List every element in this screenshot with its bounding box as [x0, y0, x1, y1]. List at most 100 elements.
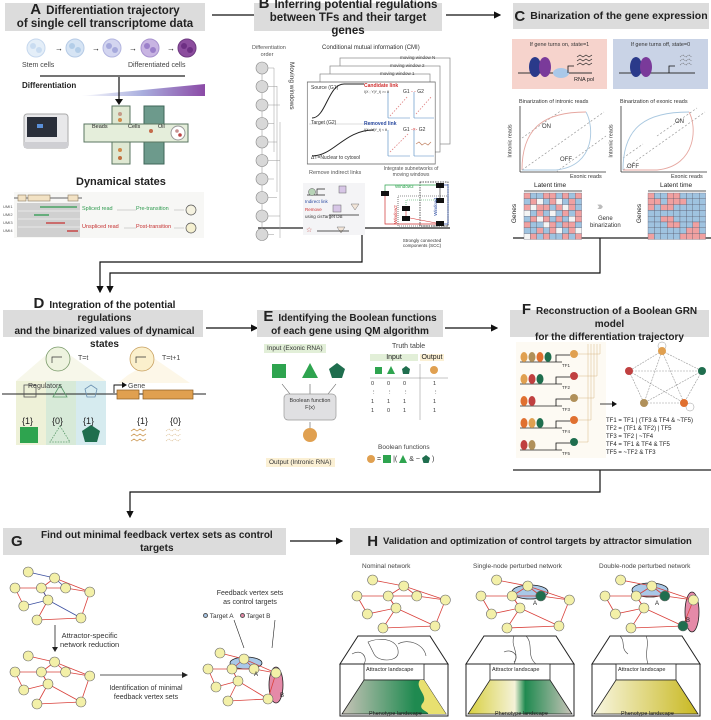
beads-label: Beads [92, 124, 108, 130]
grn-edge [628, 350, 663, 372]
heatmap-cell [654, 227, 661, 234]
network-reduced [9, 650, 96, 710]
delta-t-label: ΔT=Nuclear to cytosol [311, 155, 361, 161]
unspliced-read-label: Unspliced read [82, 224, 119, 230]
cell-node [255, 154, 269, 167]
tf-equation: TF2 = (TF1 & TF2) | TF5 [606, 426, 672, 432]
boolean-function-line-1: Boolean function [289, 398, 331, 404]
heatmap-cell [568, 210, 576, 217]
indirect-link-diagram: ☆ [303, 183, 365, 235]
svg-text:→: → [129, 44, 137, 53]
network-node [351, 590, 363, 602]
integration-diagram [2, 346, 206, 445]
heatmap-cell [673, 198, 681, 205]
regulator-promoter-icon [45, 346, 71, 372]
promoter-arrow [555, 442, 570, 450]
umi-label: UMI2 [3, 212, 13, 217]
target-a-legend: Target A [203, 613, 234, 620]
network-node [75, 612, 87, 624]
truth-table-output-header: Output [420, 354, 444, 361]
heatmap-cell [568, 192, 576, 199]
heatmap-cell [549, 198, 557, 205]
tf-binding-icon [536, 374, 544, 384]
heatmap-cell [575, 221, 582, 228]
heatmap-cell [549, 210, 557, 217]
heatmap-cell [679, 227, 687, 234]
window2-label: Window2 [392, 205, 398, 224]
t-next-label: T=t+1 [162, 355, 181, 362]
umi-label: UMI4 [3, 228, 13, 233]
nominal-network-title: Nominal network [362, 563, 411, 570]
panel-f-title-2: for the differentiation trajectory [535, 332, 684, 343]
network-node [382, 590, 394, 602]
tf-equations: TF1 = TF1 | (TF3 & TF4 & ~TF5) TF2 = (TF… [606, 417, 693, 457]
heatmap-cell [530, 198, 537, 205]
tf-product-icon [570, 350, 578, 358]
phenotype-landscape [467, 679, 573, 715]
tf-product-icon [570, 394, 578, 402]
network-edge [54, 577, 90, 593]
network-edge [403, 585, 446, 601]
heatmap-cell [692, 198, 700, 205]
tf-binding-icon [528, 352, 536, 362]
panel-a-title-1: Differentiation trajectory [46, 5, 180, 17]
heatmap-cell [654, 210, 661, 217]
square-regulator-icon [23, 384, 37, 398]
tf-label: TF3 [562, 407, 571, 412]
tf-equation: TF1 = TF1 | (TF3 & TF4 & ~TF5) [606, 418, 694, 424]
rna-wave-on [130, 428, 147, 442]
latent-time-after: Latent time [660, 182, 693, 189]
reduction-line-2: network reduction [60, 640, 120, 649]
triangle-input-icon [302, 363, 318, 378]
heatmap-cell [549, 233, 557, 240]
tf-binding-icon [528, 440, 536, 450]
heatmap-cell [647, 227, 655, 234]
heatmap-cell [699, 233, 706, 240]
network-node [630, 590, 642, 602]
heatmap-cell [679, 204, 687, 211]
g1-label: G1 [403, 89, 410, 95]
post-transition-icon [185, 222, 197, 234]
t-now-label: T=t [78, 355, 89, 362]
network-node [270, 667, 282, 679]
heatmap-cell [686, 233, 693, 240]
heatmap-cell [530, 233, 537, 240]
heatmap-cell [673, 227, 681, 234]
panel-f-title-1: Reconstruction of a Boolean GRN model [536, 306, 698, 330]
gene-off-diagram [619, 54, 695, 77]
heatmap-cell [523, 210, 531, 217]
heatmap-cell [523, 204, 531, 211]
heatmap-cell [679, 192, 687, 199]
heatmap-cell [575, 192, 582, 199]
basin-boundary [503, 650, 517, 663]
grn-edge [683, 370, 703, 404]
tf-product-icon [570, 438, 578, 446]
network-node [625, 622, 637, 634]
not-sign: ~ [415, 455, 421, 463]
tf-label: TF5 [562, 451, 571, 456]
panel-f-letter: F [521, 301, 532, 318]
removed-link-label: Removed link [364, 121, 397, 127]
attractor-landscape-label-2: Attractor landscape [492, 667, 540, 673]
promoter-arrow [555, 376, 570, 384]
spliced-read-label: Spliced read [82, 206, 113, 212]
heatmap-cell [536, 204, 544, 211]
heatmap-cell [555, 210, 563, 217]
heatmap-cell [543, 233, 550, 240]
panel-h-title: Validation and optimization of control t… [383, 536, 692, 547]
double-node-network-title: Double-node perturbed network [599, 563, 691, 570]
heatmap-before [523, 190, 582, 240]
network-edge [519, 607, 560, 627]
network-edge [395, 607, 436, 627]
heatmap-cell [523, 192, 531, 199]
network-edge [643, 607, 684, 627]
g2-label: G2 [417, 89, 424, 95]
heatmap-cell [549, 216, 557, 223]
heatmap-cell [530, 227, 537, 234]
moving-windows-label: Moving windows [288, 62, 295, 110]
exonic-off-label: OFF [627, 164, 639, 170]
truth-table-title: Truth table [392, 343, 426, 350]
heatmap-cell [523, 227, 531, 234]
tf-equation: TF3 = TF2 | ~TF4 [606, 434, 654, 440]
